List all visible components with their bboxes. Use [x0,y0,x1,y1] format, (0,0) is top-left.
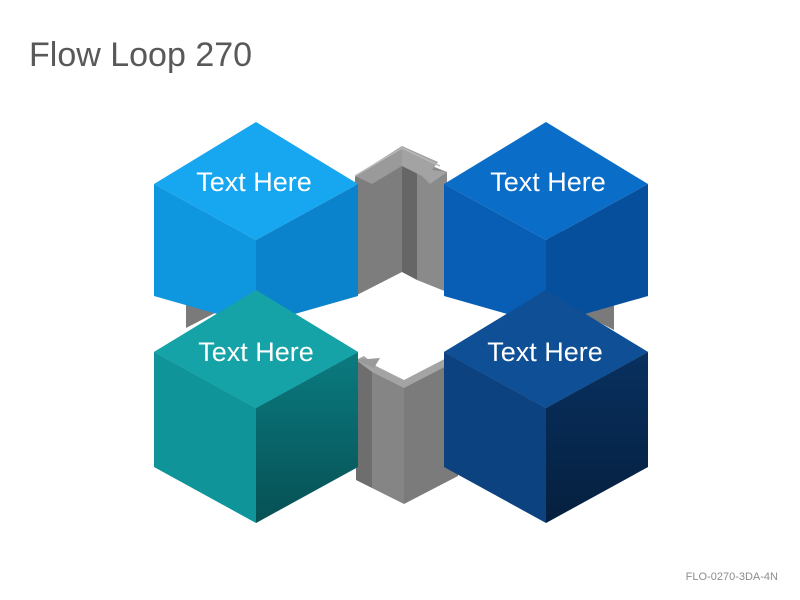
cube-top-right [444,122,648,325]
cube-left-face [444,184,546,325]
connector-arrow-top [354,146,447,296]
cube-bottom-left-overlay [154,290,358,408]
cube-top-left [154,122,358,325]
cube-label-bottom-left: Text Here [198,337,314,367]
cube-top-face [154,122,358,240]
cube-left-face [154,352,256,523]
footer-code: FLO-0270-3DA-4N [685,571,778,583]
cube-label-bottom-right: Text Here [487,337,603,367]
connector-arrow-bottom [356,352,458,504]
cube-left-face [444,352,546,523]
cube-right-face [256,184,358,325]
cube-label-top-right: Text Here [490,167,606,197]
cube-left-face [154,184,256,325]
cube-label-top-left: Text Here [196,167,312,197]
cube-right-face [546,184,648,325]
page-title: Flow Loop 270 [29,36,253,74]
cube-bottom-right-overlay [444,290,648,408]
cube-top-face [444,122,648,240]
